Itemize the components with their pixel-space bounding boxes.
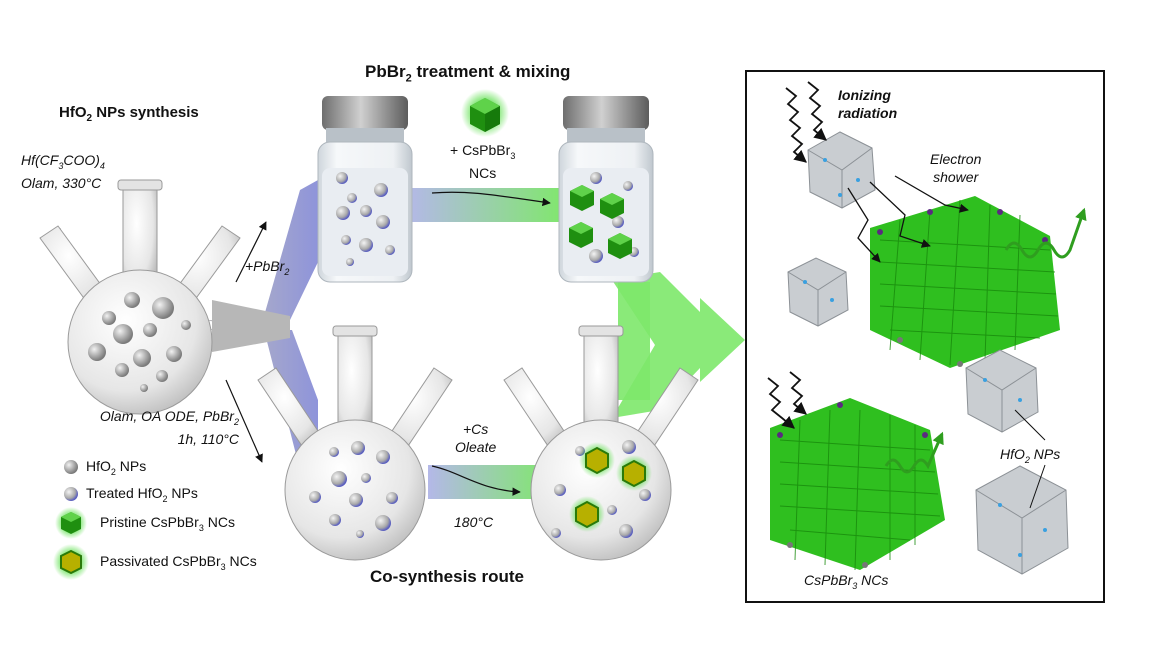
label-cosynthesis-conditions: Olam, OA ODE, PbBr2 1h, 110°C [99,408,239,447]
merge-arrow [612,272,745,418]
branch-connector [205,180,318,480]
hfo2-cluster-top [807,131,876,209]
arrow-to-pbbr2 [235,221,267,283]
legend-treated-hfo2: Treated HfO2 NPs [86,484,198,504]
label-hf-precursor: Hf(CF3COO)4 Olam, 330°C [21,152,105,191]
label-temperature: 180°C [454,514,494,530]
hfo2-cluster-bottom [975,465,1069,575]
title-hfo2-synthesis: HfO2 NPs synthesis [59,104,199,124]
radiation-wave-top [785,87,807,163]
radiation-detection-panel [745,70,1105,603]
radiation-wave-top-2 [807,81,827,141]
radiation-wave-bottom-2 [789,371,807,415]
legend-treated-icon [64,487,78,501]
arrow-cs-oleate-add [431,465,521,496]
label-panel-cspbbr3: CsPbBr3 NCs [804,572,889,591]
radiation-wave-bottom [767,377,795,429]
treated-vial [317,96,413,283]
label-electron-shower: Electron shower [930,151,982,185]
legend-pristine-icon [55,507,87,539]
synthesis-flask [39,179,241,415]
label-panel-hfo2: HfO2 NPs [1000,446,1061,465]
label-cspbbr3-addition: + CsPbBr3 NCs [450,142,516,181]
hfo2-cluster-left [787,257,849,327]
legend-passivated-cspbbr3: Passivated CsPbBr3 NCs [100,552,257,572]
legend-pristine-cspbbr3: Pristine CsPbBr3 NCs [100,513,235,533]
legend-passivated-icon [53,544,89,580]
emission-wave-top [1004,207,1087,259]
title-pbbr2-treatment: PbBr2 treatment & mixing [365,62,571,85]
electron-path-2 [869,181,931,248]
arrow-cspbbr3-add [431,191,551,207]
electron-path-3 [894,175,969,213]
arrow-to-cosynthesis [225,379,263,463]
label-pbbr2-addition: +PbBr2 [245,258,290,277]
perovskite-lattice-top [870,196,1060,368]
label-ionizing-radiation: Ionizing radiation [838,87,898,121]
hfo2-pointer-1 [1014,409,1046,441]
emission-wave-bottom [884,431,944,474]
legend-hfo2: HfO2 NPs [86,457,147,477]
hfo2-pointer-2 [1029,464,1046,509]
electron-path-1 [847,187,881,263]
label-cs-oleate: +Cs Oleate [455,421,497,455]
top-transfer-band [408,188,568,222]
cosynthesis-flask-treated [257,325,453,561]
added-cspbbr3-cube-icon [461,89,509,137]
legend-hfo2-icon [64,460,78,474]
cosynthesis-flask-passivated [503,325,699,561]
perovskite-lattice-bottom [770,398,945,571]
mixed-vial [558,96,654,283]
hfo2-cluster-right [965,349,1039,433]
title-cosynthesis-route: Co-synthesis route [370,567,524,586]
